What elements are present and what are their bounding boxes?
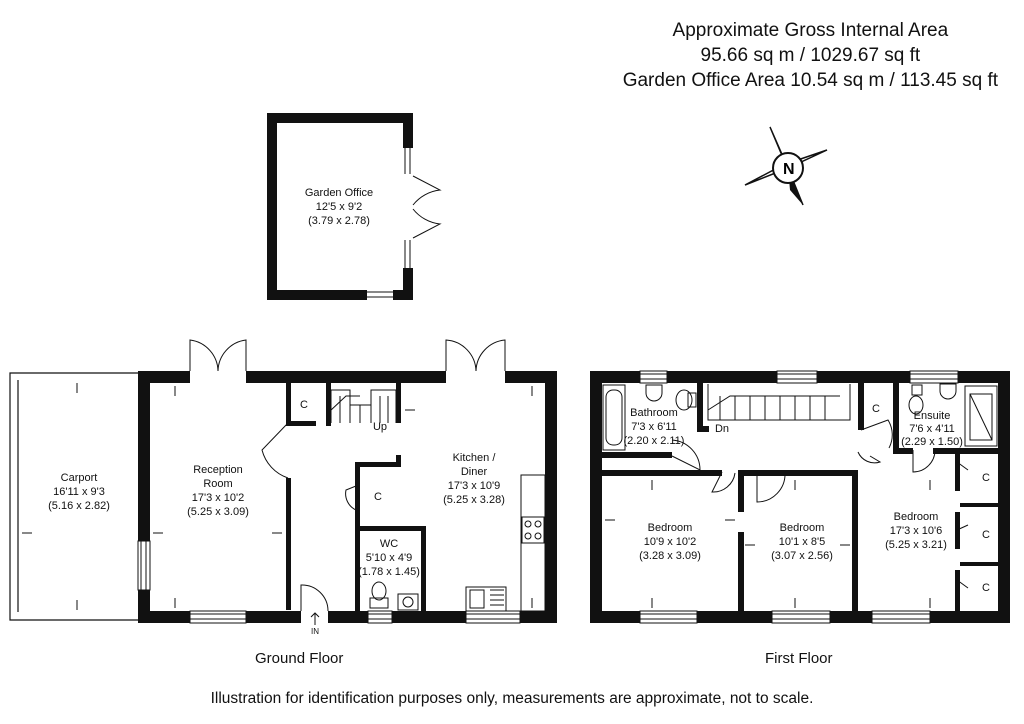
kitchen-label: Kitchen / Diner 17'3 x 10'9 (5.25 x 3.28… bbox=[443, 452, 505, 506]
disclaimer-footer: Illustration for identification purposes… bbox=[210, 690, 814, 707]
ground-floor-label: Ground Floor bbox=[255, 650, 344, 667]
bedroom3-name: Bedroom bbox=[894, 511, 939, 523]
cupboard-label: C bbox=[982, 472, 990, 484]
reception-label: Reception Room 17'3 x 10'2 (5.25 x 3.09) bbox=[187, 464, 249, 518]
garden-office-metric: (3.79 x 2.78) bbox=[308, 215, 370, 227]
carport-imperial: 16'11 x 9'3 bbox=[53, 486, 105, 498]
stairs-down-label: Dn bbox=[715, 423, 729, 435]
header-garden-office-area: Garden Office Area 10.54 sq m / 113.45 s… bbox=[622, 70, 998, 91]
bedroom3-metric: (5.25 x 3.21) bbox=[885, 539, 947, 551]
bathroom-imperial: 7'3 x 6'11 bbox=[631, 421, 677, 433]
cupboard-label: C bbox=[374, 491, 382, 503]
garden-office-openings bbox=[367, 148, 442, 301]
header-title: Approximate Gross Internal Area bbox=[672, 20, 949, 41]
header-total-area: 95.66 sq m / 1029.67 sq ft bbox=[700, 45, 921, 66]
bedroom3-label: Bedroom 17'3 x 10'6 (5.25 x 3.21) bbox=[885, 511, 947, 551]
first-floor-dimension-ticks bbox=[605, 480, 931, 608]
reception-name-line2: Room bbox=[203, 478, 232, 490]
bedroom2-name: Bedroom bbox=[780, 522, 825, 534]
reception-name-line1: Reception bbox=[193, 464, 243, 476]
stairs-up-label: Up bbox=[373, 421, 387, 433]
carport-metric: (5.16 x 2.82) bbox=[48, 500, 110, 512]
cupboard-label: C bbox=[982, 529, 990, 541]
kitchen-name-line2: Diner bbox=[461, 466, 488, 478]
garden-office-label: Garden Office 12'5 x 9'2 (3.79 x 2.78) bbox=[305, 187, 373, 227]
carport-name: Carport bbox=[61, 472, 98, 484]
first-floor-fixtures bbox=[602, 370, 998, 624]
bathroom-metric: (2.20 x 2.11) bbox=[624, 435, 685, 447]
compass-icon: N bbox=[744, 126, 828, 206]
bedroom2-imperial: 10'1 x 8'5 bbox=[779, 536, 825, 548]
bedroom1-metric: (3.28 x 3.09) bbox=[639, 550, 701, 562]
wc-label: WC 5'10 x 4'9 (1.78 x 1.45) bbox=[358, 538, 420, 578]
wc-imperial: 5'10 x 4'9 bbox=[366, 552, 412, 564]
first-floor-label: First Floor bbox=[765, 650, 833, 667]
reception-metric: (5.25 x 3.09) bbox=[187, 506, 249, 518]
ensuite-imperial: 7'6 x 4'11 bbox=[909, 423, 955, 435]
kitchen-name-line1: Kitchen / bbox=[453, 452, 497, 464]
ensuite-name: Ensuite bbox=[914, 410, 951, 422]
ground-floor-walls bbox=[138, 371, 557, 623]
entrance-label: IN bbox=[311, 627, 319, 636]
bedroom2-label: Bedroom 10'1 x 8'5 (3.07 x 2.56) bbox=[771, 522, 833, 562]
reception-imperial: 17'3 x 10'2 bbox=[192, 492, 245, 504]
bathroom-label: Bathroom 7'3 x 6'11 (2.20 x 2.11) bbox=[624, 407, 685, 447]
bedroom1-imperial: 10'9 x 10'2 bbox=[644, 536, 697, 548]
wc-name: WC bbox=[380, 538, 398, 550]
compass-letter: N bbox=[783, 161, 795, 178]
cupboard-label: C bbox=[300, 399, 308, 411]
bedroom1-name: Bedroom bbox=[648, 522, 693, 534]
wc-metric: (1.78 x 1.45) bbox=[358, 566, 420, 578]
cupboard-label: C bbox=[872, 403, 880, 415]
ensuite-metric: (2.29 x 1.50) bbox=[901, 436, 963, 448]
bathroom-name: Bathroom bbox=[630, 407, 678, 419]
ground-floor-fixtures bbox=[137, 339, 546, 624]
bedroom3-imperial: 17'3 x 10'6 bbox=[890, 525, 943, 537]
kitchen-metric: (5.25 x 3.28) bbox=[443, 494, 505, 506]
carport-label: Carport 16'11 x 9'3 (5.16 x 2.82) bbox=[48, 472, 110, 512]
area-header: Approximate Gross Internal Area 95.66 sq… bbox=[623, 18, 998, 93]
bedroom1-label: Bedroom 10'9 x 10'2 (3.28 x 3.09) bbox=[639, 522, 701, 562]
entrance-arrow-icon bbox=[310, 612, 320, 625]
ensuite-label: Ensuite 7'6 x 4'11 (2.29 x 1.50) bbox=[901, 410, 963, 448]
garden-office-imperial: 12'5 x 9'2 bbox=[316, 201, 362, 213]
garden-office-name: Garden Office bbox=[305, 187, 373, 199]
ground-floor-dimension-ticks bbox=[22, 383, 533, 610]
first-floor-walls bbox=[590, 371, 1010, 623]
carport-outline bbox=[9, 372, 140, 621]
kitchen-imperial: 17'3 x 10'9 bbox=[448, 480, 501, 492]
cupboard-label: C bbox=[982, 582, 990, 594]
bedroom2-metric: (3.07 x 2.56) bbox=[771, 550, 833, 562]
